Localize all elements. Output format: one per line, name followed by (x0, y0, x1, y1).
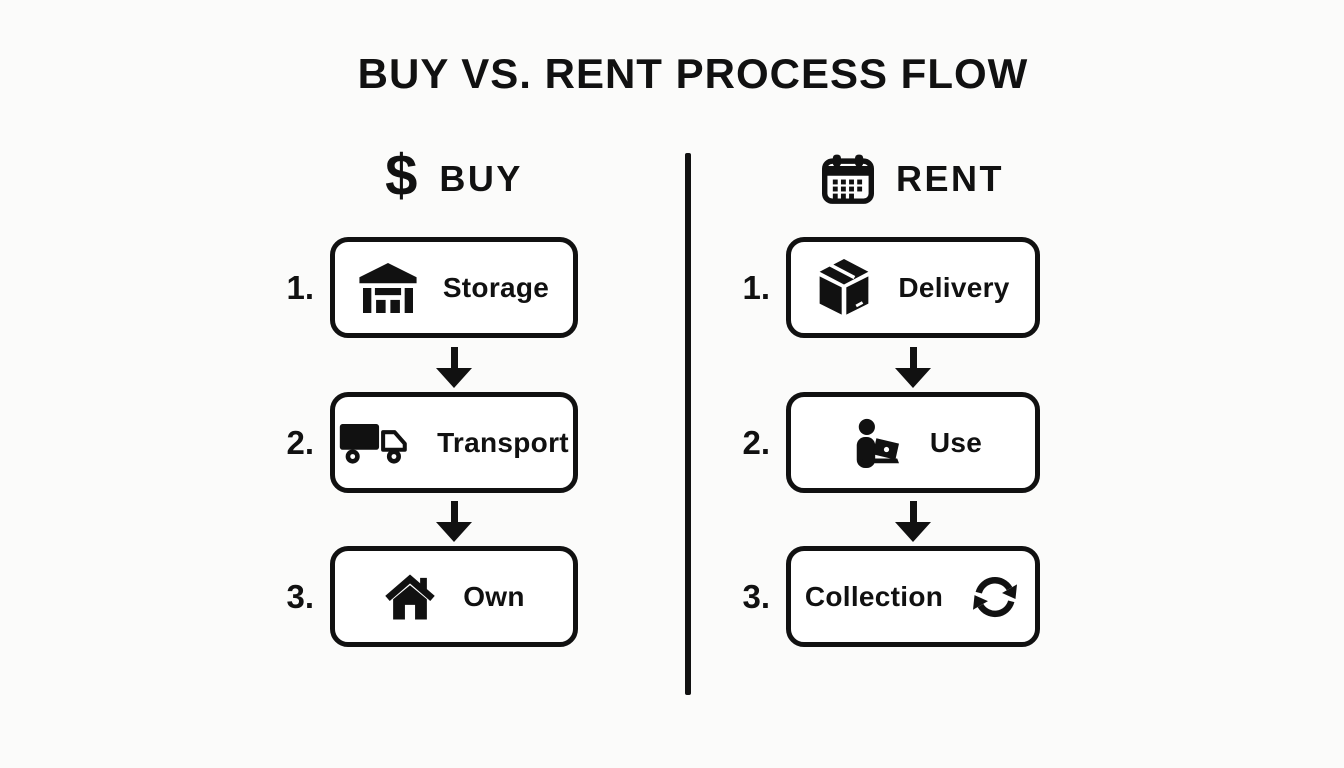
buy-step-1-number: 1. (286, 269, 314, 306)
warehouse-icon (359, 262, 417, 313)
buy-column-title: BUY (439, 158, 523, 199)
down-arrow-icon (893, 501, 933, 542)
buy-step-storage-box: Storage (330, 237, 578, 338)
rent-column-title: RENT (896, 158, 1004, 199)
rent-step-1-number: 1. (742, 269, 770, 306)
down-arrow-icon (893, 347, 933, 388)
buy-column-header: $ BUY (330, 143, 578, 210)
buy-step-transport-box: Transport (330, 392, 578, 493)
rent-column-header: RENT (786, 148, 1040, 210)
down-arrow-icon (434, 501, 474, 542)
rent-step-delivery-box: Delivery (786, 237, 1040, 338)
down-arrow-icon (434, 347, 474, 388)
rent-step-collection-label: Collection (804, 580, 944, 612)
buy-step-own-label: Own (463, 580, 525, 612)
rent-step-use-label: Use (929, 426, 983, 458)
buy-step-own-box: Own (330, 546, 578, 647)
rent-step-delivery-label: Delivery (898, 271, 1010, 303)
buy-step-transport-label: Transport (437, 426, 569, 458)
buy-step-3-number: 3. (286, 578, 314, 615)
rent-step-2-number: 2. (742, 424, 770, 461)
rent-step-use-box: Use (786, 392, 1040, 493)
rent-step-3-number: 3. (742, 578, 770, 615)
buy-step-2-number: 2. (286, 424, 314, 461)
house-icon (383, 572, 437, 622)
package-icon (816, 258, 872, 317)
refresh-icon (969, 571, 1021, 623)
buy-step-storage-label: Storage (442, 271, 550, 303)
dollar-icon: $ (385, 143, 418, 208)
rent-step-collection-box: Collection (786, 546, 1040, 647)
calendar-icon (822, 154, 874, 204)
truck-icon (339, 420, 411, 466)
page-title: BUY VS. RENT PROCESS FLOW (357, 50, 1029, 97)
column-divider (685, 153, 691, 695)
person-laptop-icon (844, 418, 904, 468)
